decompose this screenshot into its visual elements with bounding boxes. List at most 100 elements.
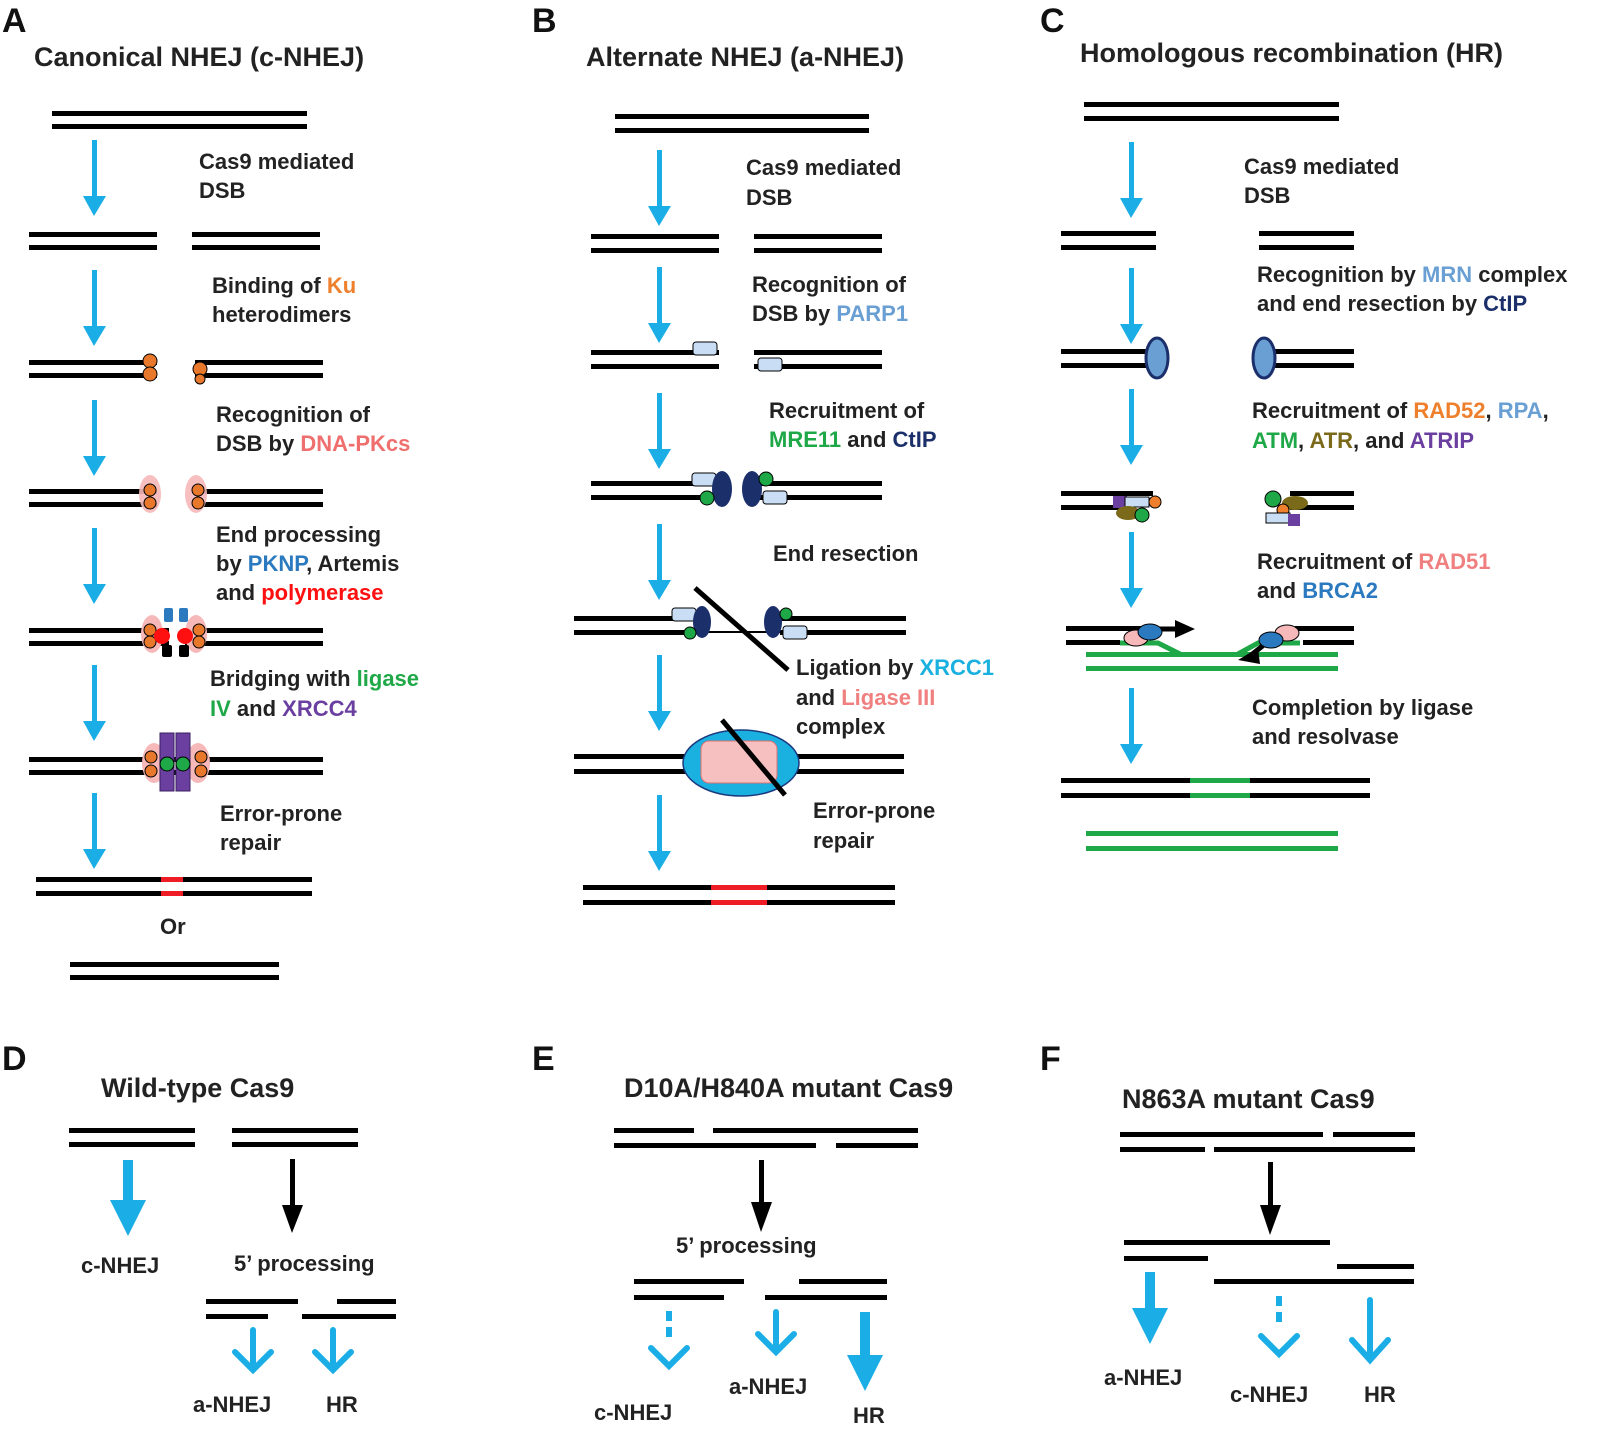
step-text: IV and XRCC4 bbox=[210, 696, 357, 721]
text-segment: CtIP bbox=[893, 427, 937, 452]
dna-repaired bbox=[1061, 778, 1370, 798]
text-segment: CtIP bbox=[1483, 291, 1527, 316]
panel-a-letter: A bbox=[2, 2, 27, 40]
step-text: Bridging with ligase bbox=[210, 666, 419, 691]
step-text: by PKNP, Artemis bbox=[216, 551, 399, 576]
dna-processed bbox=[634, 1279, 887, 1300]
dna-mre11-ctip bbox=[591, 471, 882, 507]
step-text: DSB by PARP1 bbox=[752, 301, 908, 326]
step-text: Cas9 mediated bbox=[1244, 154, 1399, 179]
panel-c-letter: C bbox=[1040, 2, 1065, 40]
blue-arrow bbox=[648, 393, 671, 469]
blue-arrow bbox=[648, 524, 671, 600]
panel-f-title: N863A mutant Cas9 bbox=[1122, 1084, 1375, 1114]
dna-processed bbox=[206, 1299, 396, 1319]
black-arrow bbox=[751, 1160, 772, 1232]
text-segment: ATM bbox=[1252, 428, 1298, 453]
black-arrow bbox=[282, 1159, 303, 1233]
text-segment: BRCA2 bbox=[1302, 578, 1378, 603]
panel-c-title: Homologous recombination (HR) bbox=[1080, 38, 1503, 68]
text-segment: PARP1 bbox=[836, 301, 908, 326]
step-text: and BRCA2 bbox=[1257, 578, 1378, 603]
text-segment: complex bbox=[1472, 262, 1568, 287]
text-segment: Bridging with bbox=[210, 666, 357, 691]
blue-chevron-arrow bbox=[1349, 1297, 1391, 1365]
blue-arrow-large bbox=[1132, 1272, 1168, 1344]
dna-broken bbox=[591, 234, 882, 253]
text-segment: Recognition by bbox=[1257, 262, 1422, 287]
blue-arrow-large bbox=[847, 1312, 883, 1391]
step-text: Recognition of bbox=[752, 272, 907, 297]
hr-label: HR bbox=[853, 1403, 885, 1428]
step-text: Recruitment of RAD52, RPA, bbox=[1252, 398, 1549, 423]
dna-double-nick bbox=[614, 1128, 918, 1148]
step-text: Cas9 mediated bbox=[746, 155, 901, 180]
step-text: DSB bbox=[199, 178, 245, 203]
text-segment: Recognition of bbox=[752, 272, 907, 297]
blue-arrow bbox=[1120, 389, 1143, 465]
dna-intact bbox=[615, 114, 869, 133]
text-segment: heterodimers bbox=[212, 302, 351, 327]
text-segment: polymerase bbox=[261, 580, 383, 605]
donor-template bbox=[1086, 831, 1338, 851]
text-segment: XRCC4 bbox=[282, 696, 357, 721]
blue-chevron-arrow bbox=[312, 1327, 354, 1375]
blue-arrow bbox=[1120, 268, 1143, 344]
step-text: Recruitment of RAD51 bbox=[1257, 549, 1491, 574]
text-segment: , Artemis bbox=[306, 551, 399, 576]
step-text: Recognition of bbox=[216, 402, 371, 427]
blue-arrow bbox=[83, 665, 106, 741]
dna-repaired-with-error bbox=[36, 877, 312, 896]
step-text: DSB bbox=[1244, 183, 1290, 208]
panel-b-title: Alternate NHEJ (a-NHEJ) bbox=[586, 42, 904, 72]
text-segment: MRN bbox=[1422, 262, 1472, 287]
step-text: End processing bbox=[216, 522, 381, 547]
processing-label: 5’ processing bbox=[676, 1233, 817, 1258]
text-segment: , bbox=[1486, 398, 1498, 423]
text-segment: XRCC1 bbox=[919, 655, 994, 680]
step-text: MRE11 and CtIP bbox=[769, 427, 937, 452]
text-segment: DSB by bbox=[216, 431, 300, 456]
step-text: repair bbox=[813, 828, 875, 853]
anhej-label: a-NHEJ bbox=[1104, 1365, 1182, 1390]
text-segment: Ligation by bbox=[796, 655, 919, 680]
text-segment: IV bbox=[210, 696, 231, 721]
step-text: End resection bbox=[773, 541, 918, 566]
panel-c: C Homologous recombination (HR) Cas9 med… bbox=[1040, 2, 1568, 851]
step-text: heterodimers bbox=[212, 302, 351, 327]
text-segment: ligase bbox=[357, 666, 419, 691]
dna-dsb bbox=[69, 1128, 358, 1147]
text-segment: and bbox=[231, 696, 282, 721]
dna-mrn-bound bbox=[1061, 336, 1354, 380]
step-text: and polymerase bbox=[216, 580, 384, 605]
step-text: Completion by ligase bbox=[1252, 695, 1473, 720]
panel-b: B Alternate NHEJ (a-NHEJ) Cas9 mediated … bbox=[532, 2, 994, 905]
hr-label: HR bbox=[1364, 1382, 1396, 1407]
step-text: DSB by DNA-PKcs bbox=[216, 431, 410, 456]
text-segment: End processing bbox=[216, 522, 381, 547]
panel-f: F N863A mutant Cas9 a-NHEJ c-NHEJ HR bbox=[1040, 1040, 1415, 1407]
text-segment: PKNP bbox=[248, 551, 308, 576]
dna-ligation bbox=[29, 732, 323, 792]
panel-a: A Canonical NHEJ (c-NHEJ) Cas9 mediated … bbox=[2, 2, 419, 980]
panel-f-letter: F bbox=[1040, 1040, 1061, 1078]
step-text: and Ligase III bbox=[796, 685, 935, 710]
step-text: and end resection by CtIP bbox=[1257, 291, 1527, 316]
text-segment: Recruitment of bbox=[769, 398, 925, 423]
text-segment: RPA bbox=[1498, 398, 1543, 423]
blue-arrow bbox=[648, 150, 671, 226]
dna-strand-invasion bbox=[1066, 620, 1354, 671]
dna-single-nick bbox=[1120, 1132, 1415, 1152]
hr-label: HR bbox=[326, 1392, 358, 1417]
text-segment: Recognition of bbox=[216, 402, 371, 427]
step-text: and resolvase bbox=[1252, 724, 1399, 749]
cnhej-label: c-NHEJ bbox=[1230, 1382, 1308, 1407]
dna-intact bbox=[52, 111, 307, 129]
text-segment: Recruitment of bbox=[1252, 398, 1413, 423]
text-segment: MRE11 bbox=[769, 427, 841, 452]
step-text: ATM, ATR, and ATRIP bbox=[1252, 428, 1474, 453]
blue-arrow bbox=[83, 528, 106, 604]
step-text: Error-prone bbox=[813, 798, 935, 823]
blue-chevron-arrow bbox=[232, 1327, 274, 1375]
